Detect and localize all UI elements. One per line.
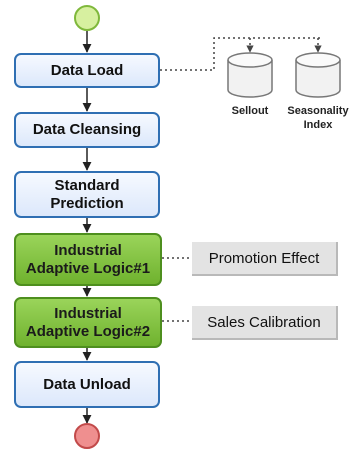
sellout-database-icon: [227, 52, 273, 98]
adaptive-logic-1-label-line1: Industrial: [54, 241, 122, 259]
promotion-effect-label: Promotion Effect: [208, 249, 320, 267]
adaptive-logic-2-label-line2: Adaptive Logic#2: [25, 322, 151, 340]
adaptive-logic-1-label-line2: Adaptive Logic#1: [25, 259, 151, 277]
adaptive-logic-1-step: Industrial Adaptive Logic#1: [14, 233, 162, 286]
adaptive-logic-2-step: Industrial Adaptive Logic#2: [14, 297, 162, 348]
sellout-label: Sellout: [231, 105, 269, 117]
data-cleansing-label: Data Cleansing: [32, 121, 142, 138]
data-source-connector: [160, 37, 320, 71]
end-node: [74, 423, 100, 449]
promotion-effect-note: Promotion Effect: [192, 242, 338, 276]
standard-prediction-label-line2: Prediction: [50, 194, 124, 212]
standard-prediction-step: Standard Prediction: [14, 171, 160, 218]
sales-calibration-label: Sales Calibration: [207, 313, 321, 331]
sales-calibration-note: Sales Calibration: [192, 306, 338, 340]
seasonality-label-line2: Index: [303, 119, 333, 131]
start-node: [74, 5, 100, 31]
adaptive-logic-2-label-line1: Industrial: [54, 304, 122, 322]
seasonality-label-line1: Seasonality: [287, 105, 349, 117]
seasonality-index-label: Seasonality Index: [278, 104, 357, 132]
data-load-step: Data Load: [14, 53, 160, 88]
data-unload-step: Data Unload: [14, 361, 160, 408]
seasonality-database-icon: [295, 52, 341, 98]
standard-prediction-label-line1: Standard: [54, 176, 120, 194]
data-cleansing-step: Data Cleansing: [14, 112, 160, 148]
data-load-label: Data Load: [50, 61, 124, 79]
data-unload-label: Data Unload: [43, 375, 131, 393]
